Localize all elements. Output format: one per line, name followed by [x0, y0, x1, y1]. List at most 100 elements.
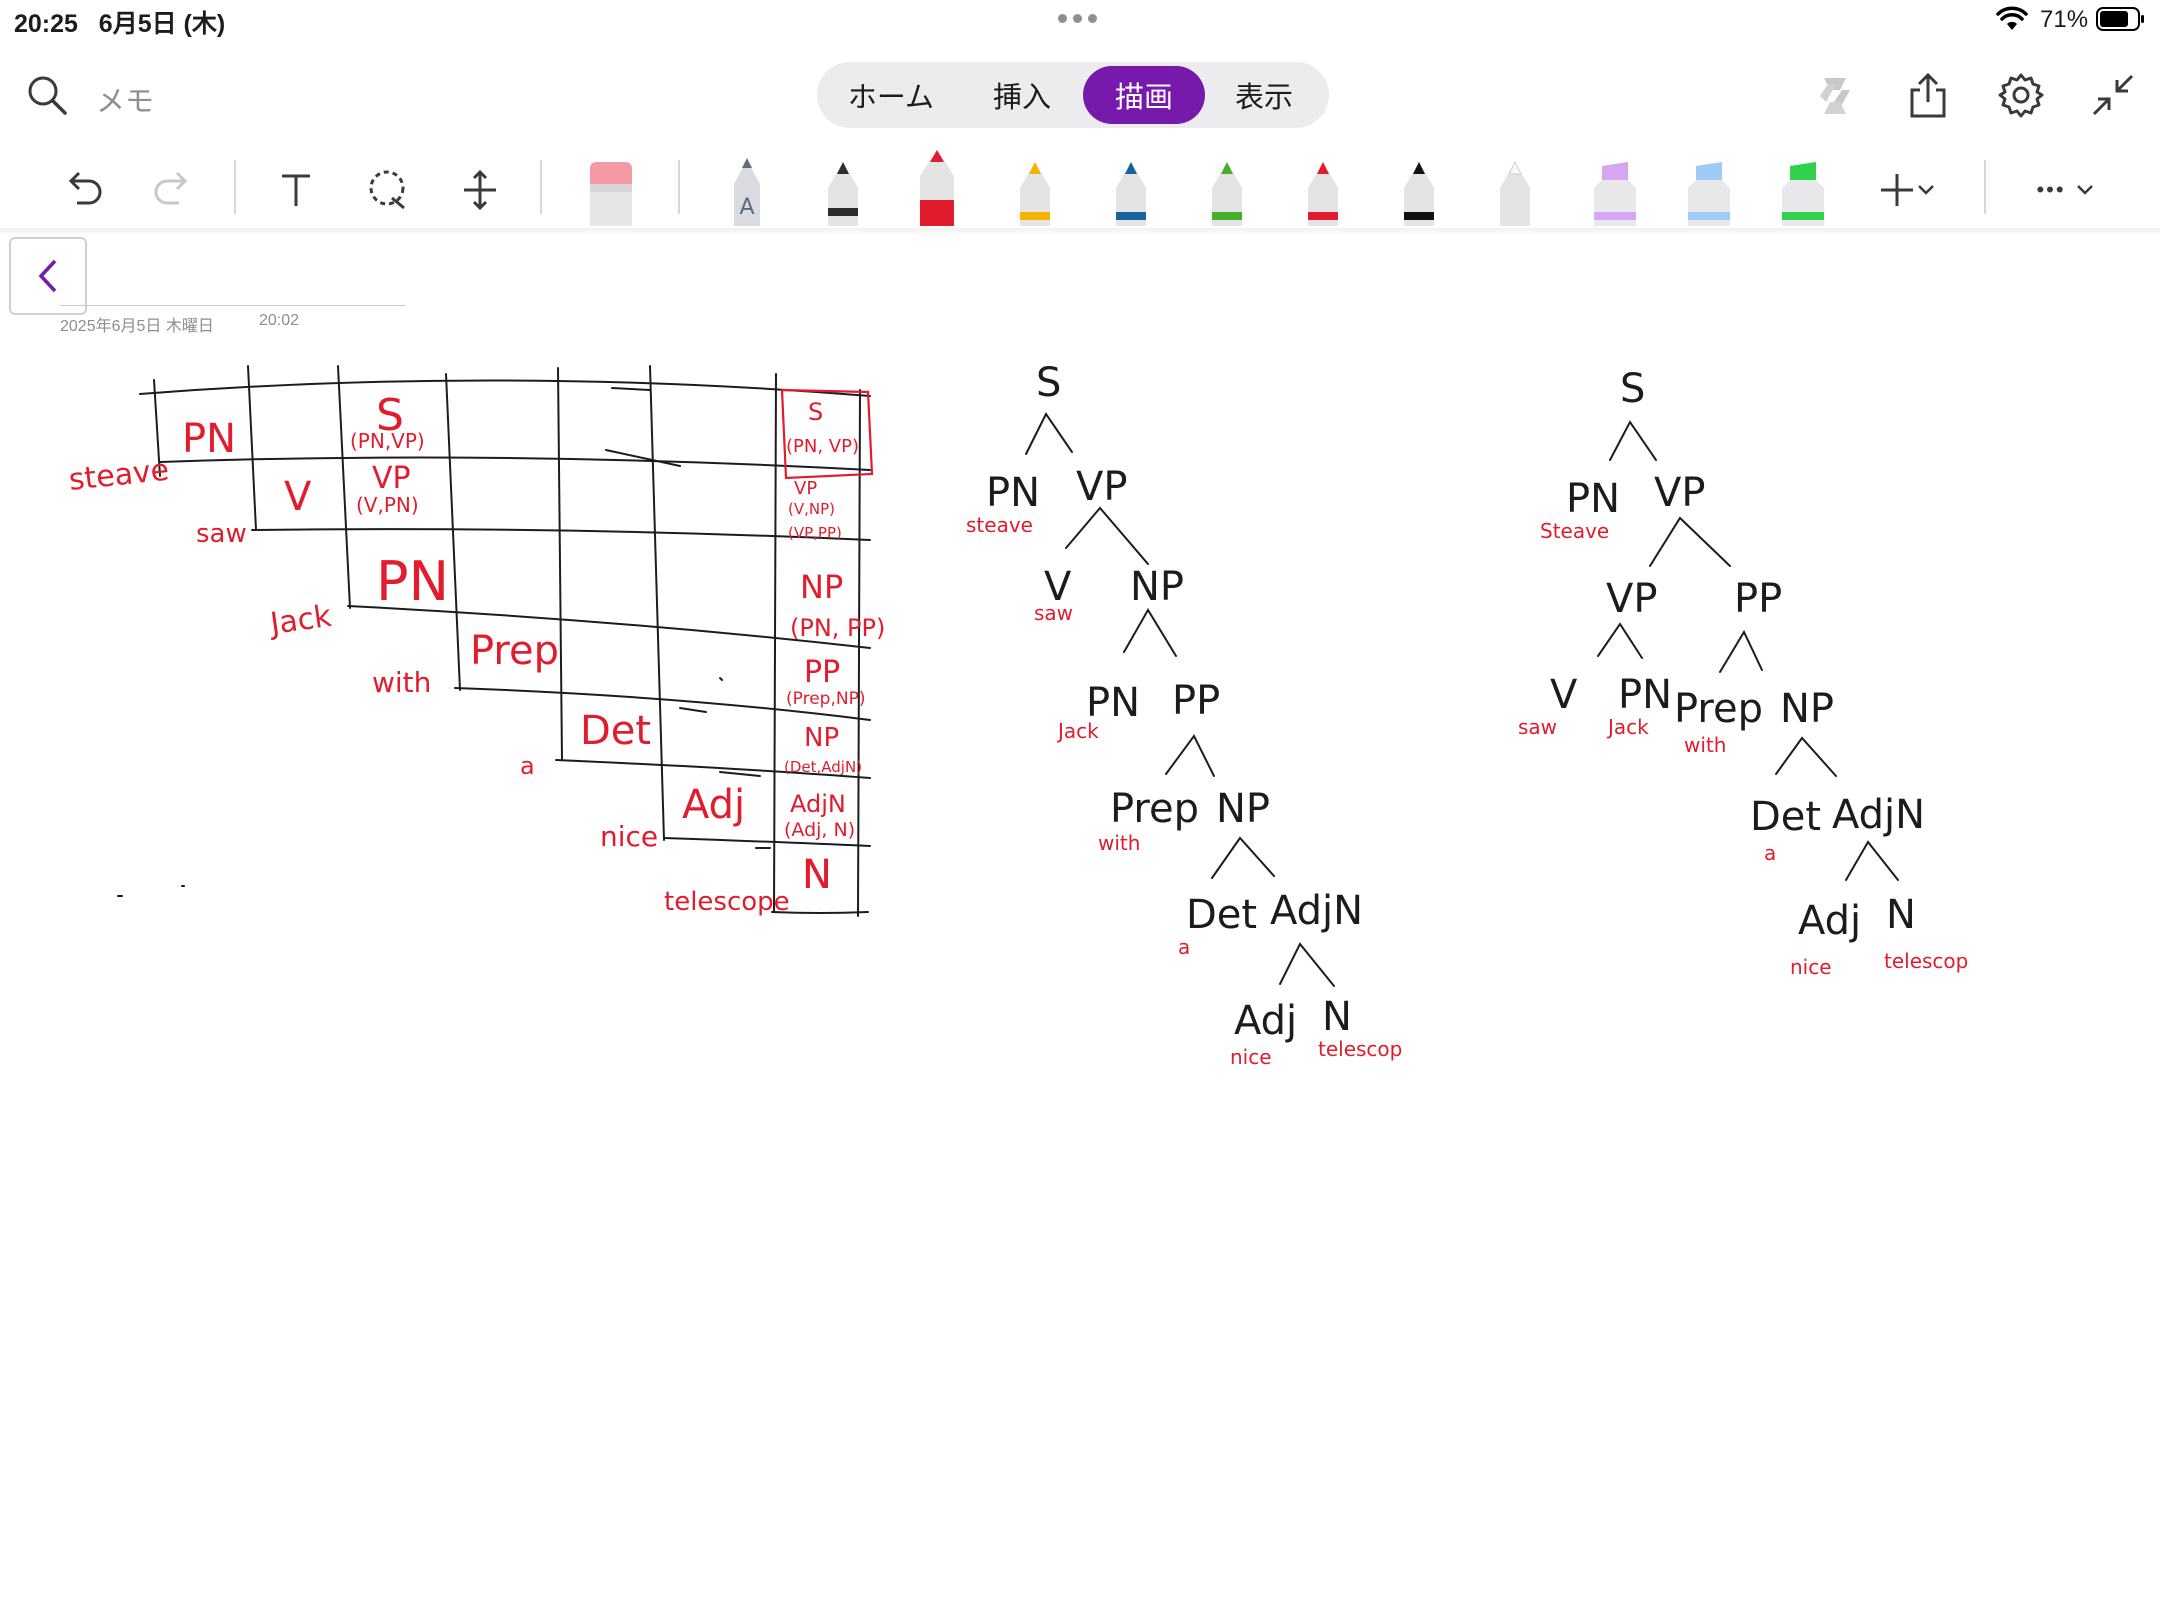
- tree2-vp: VP: [1654, 470, 1705, 516]
- battery-icon: [2096, 7, 2144, 31]
- status-bar: 20:25 6月5日 (木) 71%: [0, 0, 2160, 44]
- undo-icon: [68, 171, 102, 205]
- tree1-words: steave saw Jack with a nice telescop: [966, 513, 1402, 1069]
- grid-diag-v: V: [284, 474, 312, 520]
- share-icon[interactable]: [1906, 72, 1950, 120]
- tree2-word-nice: nice: [1790, 955, 1832, 979]
- tree1-pn: PN: [986, 470, 1040, 516]
- tree1-pp: PP: [1172, 678, 1220, 724]
- pen-blue-icon[interactable]: [1108, 150, 1154, 226]
- tree2-adjn: AdjN: [1832, 792, 1925, 838]
- tree1-word-with: with: [1098, 831, 1140, 855]
- status-time: 20:25: [14, 10, 78, 38]
- tree2-word-telescop: telescop: [1884, 949, 1968, 973]
- grid-word-telescope: telescope: [664, 887, 790, 917]
- lasso-tool-button[interactable]: [358, 160, 418, 220]
- insert-space-icon: [464, 169, 496, 211]
- grid-vp: VP: [372, 461, 411, 496]
- marker-red-icon[interactable]: [914, 150, 960, 226]
- tree1-adjn: AdjN: [1270, 888, 1363, 934]
- insert-space-button[interactable]: [450, 160, 510, 220]
- grid-diag-adj: Adj: [682, 782, 745, 828]
- grid-diag-n: N: [802, 852, 832, 898]
- grid-last-vp: VP: [794, 478, 817, 499]
- tree2-word-a: a: [1764, 841, 1776, 865]
- text-tool-button[interactable]: [266, 160, 326, 220]
- grid-last-adjn-rule: (Adj, N): [784, 819, 855, 841]
- more-icon: •••: [2036, 177, 2066, 202]
- grid-last-vp-rule-1: (V,NP): [788, 500, 835, 518]
- multitasking-dots-icon[interactable]: [1058, 14, 1097, 23]
- tree1-word-saw: saw: [1034, 601, 1073, 625]
- settings-icon[interactable]: [1998, 72, 2044, 118]
- tree1-word-jack: Jack: [1056, 719, 1099, 743]
- grid-word-nice: nice: [600, 820, 658, 853]
- grid-word-saw: saw: [196, 519, 247, 549]
- grid-word-a: a: [520, 752, 535, 780]
- tree2-word-with: with: [1684, 733, 1726, 757]
- tree2-s: S: [1620, 366, 1645, 412]
- undo-button[interactable]: [54, 160, 114, 220]
- tree2-pn-2: PN: [1618, 672, 1672, 718]
- grid-diag-pn-1: PN: [182, 416, 236, 462]
- grid-last-np: NP: [800, 568, 843, 606]
- tree2-v: V: [1550, 672, 1578, 718]
- tree1-v: V: [1044, 564, 1072, 610]
- pen-black-2-icon[interactable]: [1396, 150, 1442, 226]
- wifi-icon: [1996, 6, 2028, 30]
- pen-black-icon[interactable]: [820, 150, 866, 226]
- plus-icon: [1881, 174, 1913, 206]
- grid-last-np-rule: (PN, PP): [790, 614, 885, 642]
- back-button[interactable]: [9, 237, 87, 315]
- grid-diag-pn-2: PN: [376, 550, 449, 613]
- highlighter-green-icon[interactable]: [1776, 150, 1830, 226]
- status-time-date: 20:25 6月5日 (木): [14, 4, 225, 40]
- tree1-det: Det: [1186, 892, 1257, 938]
- svg-text:A: A: [739, 195, 754, 220]
- copilot-icon[interactable]: [1810, 72, 1860, 120]
- redo-button[interactable]: [142, 160, 202, 220]
- pencil-gray-icon[interactable]: A: [724, 150, 770, 226]
- tree1-pn-2: PN: [1086, 680, 1140, 726]
- tree1-n: N: [1322, 994, 1352, 1040]
- tab-insert[interactable]: 挿入: [992, 82, 1051, 114]
- page-title: メモ: [96, 86, 155, 118]
- grid-s-rule: (PN,VP): [350, 429, 425, 453]
- tab-draw[interactable]: 描画: [1083, 66, 1205, 124]
- tab-view[interactable]: 表示: [1234, 82, 1293, 114]
- grid-ink: PN V PN Prep Det Adj N S (PN,VP) VP (V,P…: [67, 390, 885, 917]
- tree2-pn: PN: [1566, 476, 1620, 522]
- grid-word-jack: Jack: [266, 599, 334, 643]
- collapse-icon[interactable]: [2090, 72, 2136, 118]
- grid-last-pp: PP: [804, 655, 840, 690]
- text-icon: [282, 174, 310, 206]
- grid-vp-rule: (V,PN): [356, 493, 419, 517]
- draw-toolbar: A: [0, 150, 2160, 230]
- grid-diag-det: Det: [580, 708, 651, 754]
- search-icon[interactable]: [26, 74, 68, 116]
- tree2-prep: Prep: [1674, 686, 1763, 732]
- tree1-vp: VP: [1076, 464, 1127, 510]
- highlighter-blue-icon[interactable]: [1682, 150, 1736, 226]
- tree1-np: NP: [1130, 564, 1184, 610]
- add-pen-button[interactable]: [1866, 160, 1946, 220]
- pen-yellow-icon[interactable]: [1012, 150, 1058, 226]
- more-tools-button[interactable]: •••: [2020, 160, 2110, 220]
- tab-home[interactable]: ホーム: [847, 82, 935, 114]
- grid-diag-prep: Prep: [470, 628, 559, 674]
- page-date: 2025年6月5日 木曜日: [60, 318, 214, 335]
- highlighter-purple-icon[interactable]: [1588, 150, 1642, 226]
- grid-last-adjn: AdjN: [790, 790, 846, 818]
- pen-green-icon[interactable]: [1204, 150, 1250, 226]
- tree2-word-jack: Jack: [1606, 715, 1649, 739]
- tree1-np-2: NP: [1216, 786, 1270, 832]
- pen-red-icon[interactable]: [1300, 150, 1346, 226]
- tree2-np: NP: [1780, 686, 1834, 732]
- pen-white-icon[interactable]: [1492, 150, 1538, 226]
- battery-percent: 71%: [2040, 6, 2089, 33]
- grid-last-n: N: [802, 852, 832, 898]
- tree2-n: N: [1886, 892, 1916, 938]
- tree2-word-steave: Steave: [1540, 519, 1609, 543]
- eraser-icon[interactable]: [586, 150, 636, 226]
